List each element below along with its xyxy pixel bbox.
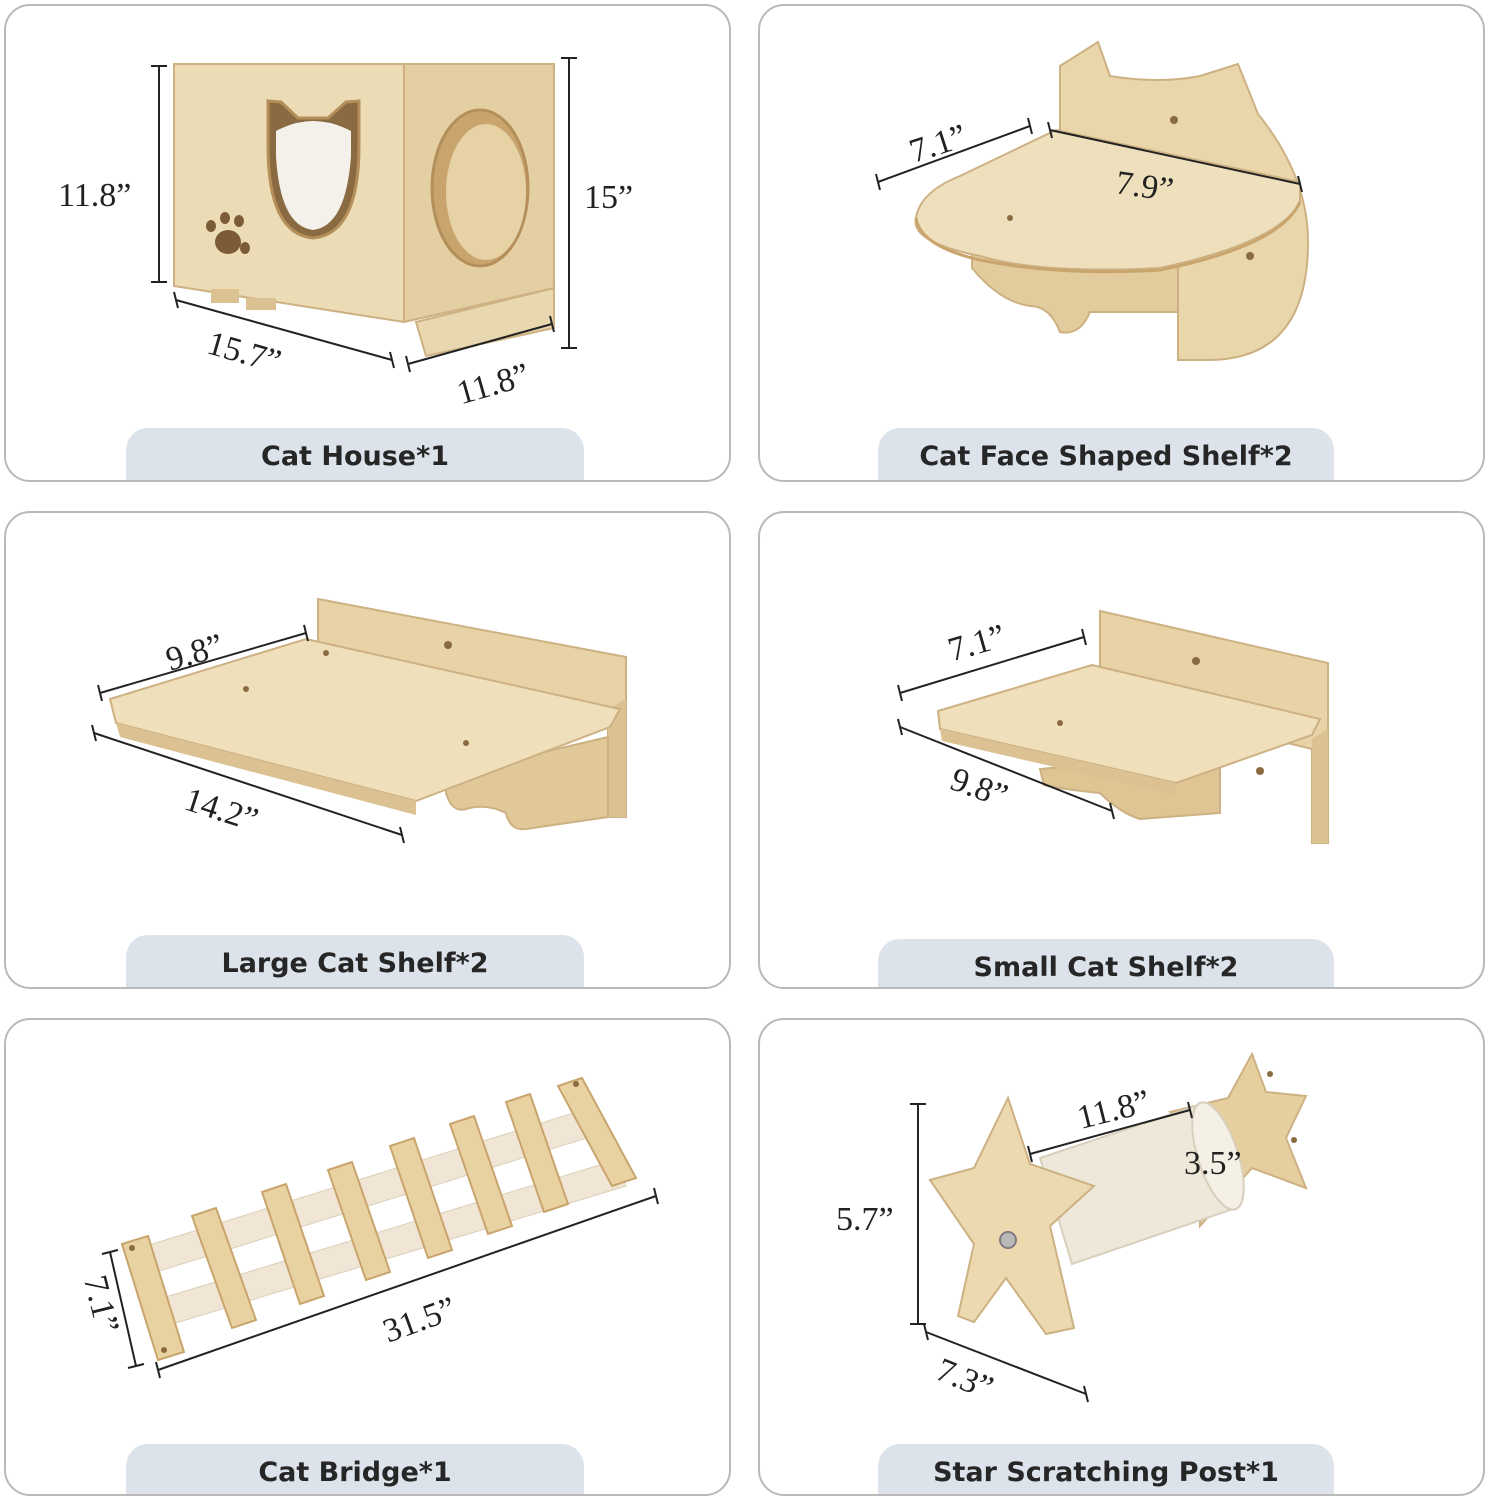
dim-width: 7.1” [76, 1272, 126, 1337]
panel-cat-house: 11.8” 15” 15.7” 11.8” Cat House*1 [4, 4, 731, 482]
dim-length: 31.5” [378, 1290, 461, 1350]
dim-height: 11.8” [58, 177, 131, 214]
caption-cat-face-shelf: Cat Face Shaped Shelf*2 [878, 428, 1334, 480]
cat-bridge-image: 7.1” 31.5” [76, 1076, 659, 1379]
dim-height: 5.7” [836, 1201, 894, 1238]
panel-small-shelf: 7.1” 9.8” Small Cat Shelf*2 [758, 511, 1485, 989]
dim-width: 7.3” [931, 1351, 998, 1407]
bridge-slats [120, 1076, 638, 1362]
dim-depth: 7.1” [905, 118, 971, 171]
cat-house-image: 11.8” 15” 15.7” 11.8” [58, 57, 633, 412]
dim-width: 14.2” [180, 781, 262, 839]
panel-cat-face-shelf: 7.1” 7.9” Cat Face Shaped Shelf*2 [758, 4, 1485, 482]
paw-print-icon [206, 212, 250, 254]
dim-diameter: 3.5” [1184, 1145, 1242, 1182]
small-shelf-image: 7.1” 9.8” [897, 609, 1329, 844]
panel-large-shelf: 9.8” 14.2” Large Cat Shelf*2 [4, 511, 731, 989]
caption-cat-house: Cat House*1 [126, 428, 584, 480]
front-star [928, 1095, 1096, 1336]
caption-large-shelf: Large Cat Shelf*2 [126, 935, 584, 987]
panel-cat-bridge: 7.1” 31.5” Cat Bridge*1 [4, 1018, 731, 1496]
dim-depth: 11.8” [453, 356, 534, 412]
dim-width: 15.7” [203, 325, 285, 381]
caption-star-post: Star Scratching Post*1 [878, 1444, 1334, 1494]
caption-cat-bridge: Cat Bridge*1 [126, 1444, 584, 1494]
dim-width: 7.9” [1114, 164, 1176, 209]
dim-width: 9.8” [946, 761, 1013, 815]
large-shelf-image: 9.8” 14.2” [91, 597, 627, 844]
dim-depth: 7.1” [944, 618, 1010, 669]
panel-star-post: 11.8” 3.5” 5.7” 7.3” Star Scratching Pos… [758, 1018, 1485, 1496]
dim-tall: 15” [584, 179, 633, 216]
cat-face-platform [914, 128, 1301, 271]
cat-face-shelf-image: 7.1” 7.9” [875, 40, 1310, 361]
caption-small-shelf: Small Cat Shelf*2 [878, 939, 1334, 987]
star-post-image: 11.8” 3.5” 5.7” 7.3” [836, 1051, 1308, 1407]
